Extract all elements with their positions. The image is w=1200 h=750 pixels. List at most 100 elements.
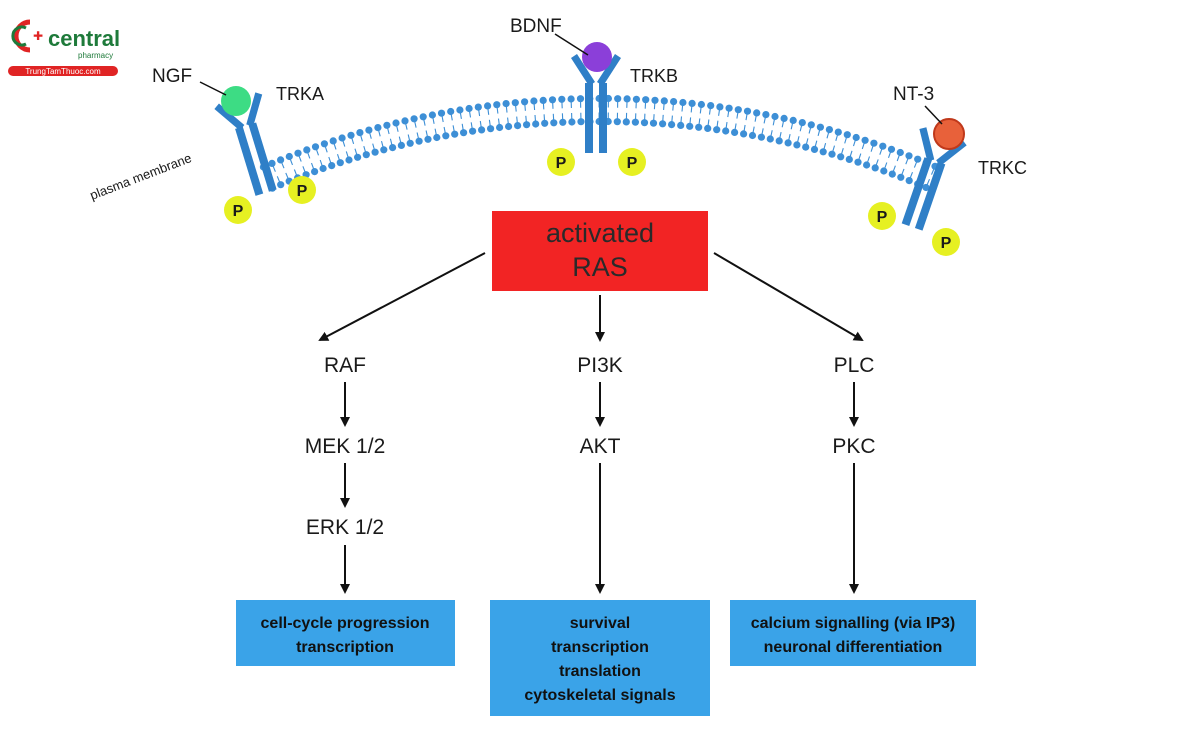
lipid-head (383, 121, 391, 129)
lipid-head (539, 96, 547, 104)
lipid-head (668, 121, 676, 129)
lipid-head (389, 144, 397, 152)
node-raf: RAF (324, 354, 366, 377)
lipid-head (460, 129, 468, 137)
lipid-head (922, 183, 930, 192)
lipid-head (807, 121, 815, 129)
lipid-head (397, 141, 405, 149)
lipid-head (371, 148, 379, 156)
bdnf-leader (554, 33, 589, 56)
lipid-head (640, 119, 649, 127)
lipid-head (320, 140, 328, 148)
lipid-head (277, 181, 285, 189)
lipid-head (424, 135, 432, 143)
receptor-label-trka: TRKA (276, 84, 324, 104)
lipid-head (380, 146, 388, 154)
lipid-head (558, 95, 566, 103)
outcome-box-cell-cycle (236, 600, 455, 666)
lipid-head (469, 127, 477, 135)
nt3-leader (924, 105, 943, 125)
lipid-head (285, 152, 293, 161)
lipid-head (365, 126, 373, 134)
lipid-head (530, 97, 538, 105)
lipid-head (496, 123, 504, 132)
svg-text:P: P (941, 235, 952, 252)
lipid-head (784, 139, 792, 147)
lipid-head (775, 137, 783, 145)
phospho-badge: P (547, 148, 575, 176)
outcome-text: calcium signalling (via IP3) (751, 615, 956, 632)
lipid-head (474, 103, 482, 111)
logo-brand: central (48, 26, 120, 51)
lipid-head (748, 131, 757, 140)
lipid-head (614, 95, 622, 103)
plasma-membrane (259, 94, 939, 192)
central-pharmacy-logo: ✚ central pharmacy TrungTamThuoc.com (8, 19, 120, 76)
lipid-head (622, 118, 630, 126)
receptor-label-trkb: TRKB (630, 66, 678, 86)
lipid-head (345, 156, 353, 164)
node-akt: AKT (580, 435, 621, 458)
outcome-text: transcription (551, 639, 649, 656)
lipid-head (415, 137, 423, 145)
logo-mark-icon (13, 19, 31, 53)
logo-inner-mark-icon (11, 25, 27, 47)
lipid-head (704, 124, 712, 132)
receptor-label-trkc: TRKC (978, 158, 1027, 178)
lipid-head (686, 122, 694, 130)
lipid-head (487, 125, 495, 133)
lipid-head (632, 95, 641, 103)
lipid-head (771, 112, 779, 121)
ngf-leader (199, 81, 227, 96)
lipid-head (880, 167, 888, 175)
lipid-head (734, 106, 742, 114)
lipid-head (437, 109, 446, 117)
lipid-head (793, 141, 801, 149)
ligand-label-nt3: NT-3 (893, 84, 934, 105)
lipid-head (679, 98, 687, 107)
lipid-head (834, 128, 842, 136)
lipid-head (798, 119, 806, 127)
lipid-head (825, 126, 834, 134)
lipid-head (816, 123, 825, 131)
ras-branch-arrows (318, 252, 864, 342)
lipid-head (442, 132, 450, 140)
svg-text:P: P (877, 209, 888, 226)
lipid-head (845, 155, 853, 163)
lipid-head (677, 121, 685, 129)
lipid-head (897, 173, 905, 181)
lipid-head (695, 123, 703, 131)
lipid-head (863, 161, 871, 169)
lipid-head (731, 128, 739, 136)
lipid-head (277, 156, 285, 164)
lipid-head (362, 151, 370, 159)
lipid-head (410, 115, 418, 123)
lipid-head (451, 130, 459, 138)
svg-text:P: P (297, 183, 308, 200)
lipid-head (550, 119, 558, 127)
lipid-head (328, 162, 336, 170)
lipid-head (802, 143, 810, 151)
lipid-head (697, 100, 706, 109)
lipid-head (428, 111, 436, 119)
nt3-ligand-icon (933, 118, 965, 150)
lipid-head (888, 170, 896, 178)
lipid-head (854, 158, 862, 166)
activated-ras-box: activated RAS (492, 211, 708, 291)
lipid-head (447, 107, 455, 116)
lipid-head (505, 122, 513, 131)
outcome-text: transcription (296, 639, 394, 656)
outcome-text: cell-cycle progression (261, 615, 430, 632)
lipid-head (511, 99, 519, 107)
lipid-head (576, 95, 585, 103)
lipid-head (523, 121, 531, 129)
lipid-head (651, 96, 659, 104)
lipid-head (567, 95, 575, 103)
outcome-text: neuronal differentiation (764, 639, 943, 656)
lipid-head (828, 150, 836, 158)
svg-text:P: P (627, 155, 638, 172)
lipid-head (541, 119, 549, 127)
lipid-head (722, 127, 730, 135)
lipid-head (433, 133, 441, 142)
